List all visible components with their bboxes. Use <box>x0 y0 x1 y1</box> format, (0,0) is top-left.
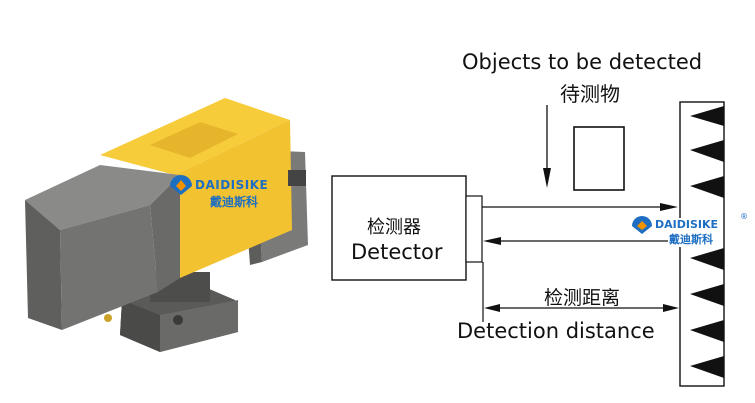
distance-label-en: Detection distance <box>457 319 655 343</box>
object-indicator-arrow <box>543 105 551 188</box>
reflected-signal-arrow <box>483 237 678 245</box>
logo-brand-right-zh: 戴迪斯科 <box>668 231 714 247</box>
objects-label-en: Objects to be detected <box>462 50 703 74</box>
detector-label-zh: 检测器 <box>367 217 421 238</box>
logo-mark-right <box>632 216 652 234</box>
logo-brand-right-en: DAIDISIKE <box>654 218 720 231</box>
logo-mark-left <box>170 175 192 195</box>
logo-brand-left-zh: 戴迪斯科 <box>210 195 259 209</box>
sensor-device-illustration <box>25 98 308 352</box>
detector-box <box>331 175 467 281</box>
detector-emitter-block <box>465 195 483 263</box>
detector-label-en: Detector <box>351 240 443 264</box>
object-to-detect-box <box>573 126 625 191</box>
objects-label-zh: 待测物 <box>560 82 620 106</box>
logo-brand-left-en: DAIDISIKE <box>195 178 269 192</box>
detection-distance-dimension <box>482 262 679 322</box>
logo-registered-mark: ® <box>740 212 748 221</box>
distance-label-zh: 检测距离 <box>544 287 621 309</box>
emitted-signal-arrow <box>482 203 678 211</box>
